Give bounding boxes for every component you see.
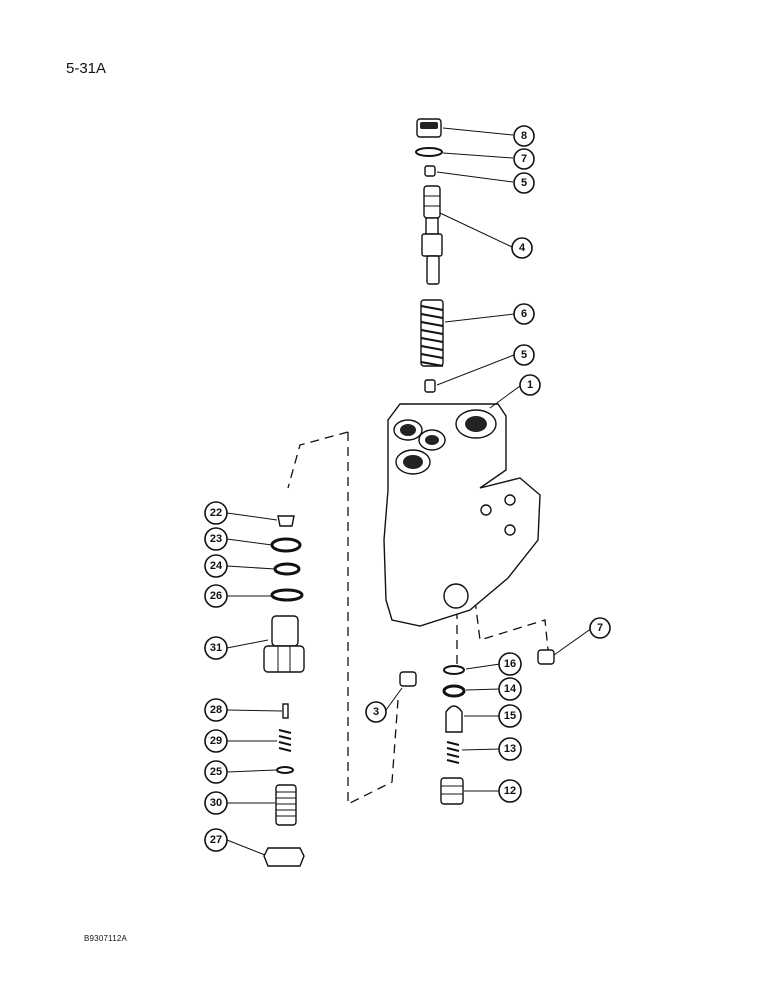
part-5-spacer-top bbox=[424, 165, 436, 177]
callout-6: 6 bbox=[513, 303, 535, 325]
part-14-washer bbox=[442, 684, 466, 698]
callout-14: 14 bbox=[498, 677, 522, 701]
callout-27: 27 bbox=[204, 828, 228, 852]
callout-12: 12 bbox=[498, 779, 522, 803]
leader-lines bbox=[226, 127, 593, 856]
svg-text:28: 28 bbox=[210, 704, 222, 716]
callout-26: 26 bbox=[204, 584, 228, 608]
page-number: 5-31A bbox=[66, 60, 107, 77]
part-27-nut bbox=[263, 847, 305, 867]
part-4-spool bbox=[421, 185, 443, 285]
svg-text:13: 13 bbox=[504, 743, 516, 755]
callout-7-right: 7 bbox=[589, 617, 611, 639]
part-7-oring-top bbox=[415, 147, 443, 157]
callout-15: 15 bbox=[498, 704, 522, 728]
svg-text:25: 25 bbox=[210, 766, 222, 778]
callout-30: 30 bbox=[204, 791, 228, 815]
svg-text:1: 1 bbox=[527, 379, 533, 391]
part-25-oring bbox=[276, 766, 294, 774]
callout-24: 24 bbox=[204, 554, 228, 578]
svg-text:7: 7 bbox=[521, 153, 527, 165]
callout-25: 25 bbox=[204, 760, 228, 784]
part-29-spring bbox=[278, 729, 292, 752]
part-23-washer bbox=[270, 537, 302, 553]
callout-22: 22 bbox=[204, 501, 228, 525]
callout-23: 23 bbox=[204, 527, 228, 551]
svg-text:27: 27 bbox=[210, 834, 222, 846]
callout-16: 16 bbox=[498, 652, 522, 676]
svg-text:8: 8 bbox=[521, 130, 527, 142]
svg-text:16: 16 bbox=[504, 658, 516, 670]
assembly-dash-line-left bbox=[287, 431, 399, 806]
part-13-spring bbox=[446, 741, 460, 764]
callout-7-top: 7 bbox=[513, 148, 535, 170]
part-1-valve-body bbox=[383, 403, 541, 627]
part-12-seat bbox=[440, 777, 464, 805]
svg-text:31: 31 bbox=[210, 642, 222, 654]
part-28-pin bbox=[282, 703, 289, 719]
part-30-adjuster bbox=[275, 784, 297, 826]
callout-4: 4 bbox=[511, 237, 533, 259]
callout-5-bottom: 5 bbox=[513, 344, 535, 366]
part-16-oring bbox=[443, 665, 465, 675]
part-26-oring bbox=[270, 588, 304, 602]
svg-text:22: 22 bbox=[210, 507, 222, 519]
document-code: B9307112A bbox=[84, 934, 128, 943]
part-24-washer bbox=[273, 562, 301, 576]
callout-1: 1 bbox=[519, 374, 541, 396]
svg-text:3: 3 bbox=[373, 706, 379, 718]
assembly-dash-line-right bbox=[456, 599, 549, 665]
callout-13: 13 bbox=[498, 737, 522, 761]
callout-29: 29 bbox=[204, 729, 228, 753]
svg-text:30: 30 bbox=[210, 797, 222, 809]
part-5-spacer-bottom bbox=[424, 379, 436, 393]
svg-text:29: 29 bbox=[210, 735, 222, 747]
callout-8: 8 bbox=[513, 125, 535, 147]
svg-text:12: 12 bbox=[504, 785, 516, 797]
part-22-cap bbox=[277, 515, 295, 527]
svg-text:24: 24 bbox=[210, 560, 223, 572]
callout-5-top: 5 bbox=[513, 172, 535, 194]
callout-31: 31 bbox=[204, 636, 228, 660]
svg-text:23: 23 bbox=[210, 533, 222, 545]
callout-3: 3 bbox=[365, 701, 387, 723]
svg-text:5: 5 bbox=[521, 177, 527, 189]
callout-28: 28 bbox=[204, 698, 228, 722]
part-6-spring bbox=[420, 299, 444, 367]
svg-text:15: 15 bbox=[504, 710, 516, 722]
part-3-plug bbox=[399, 671, 417, 687]
part-15-poppet bbox=[445, 705, 463, 733]
part-31-fitting bbox=[263, 615, 305, 673]
svg-text:7: 7 bbox=[597, 622, 603, 634]
svg-text:4: 4 bbox=[519, 242, 526, 254]
svg-text:26: 26 bbox=[210, 590, 222, 602]
svg-text:14: 14 bbox=[504, 683, 517, 695]
svg-text:6: 6 bbox=[521, 308, 527, 320]
svg-text:5: 5 bbox=[521, 349, 527, 361]
part-7-plug-right bbox=[537, 649, 555, 665]
part-8-plug bbox=[416, 118, 442, 138]
